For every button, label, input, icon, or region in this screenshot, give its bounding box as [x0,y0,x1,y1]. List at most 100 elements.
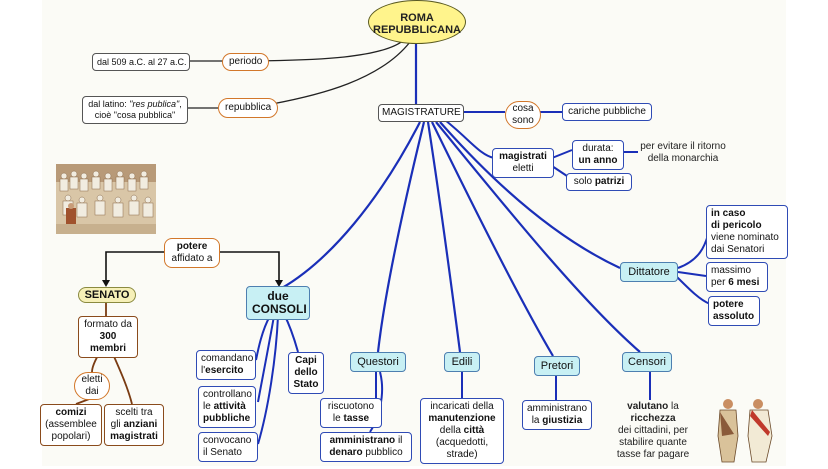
magistrati-label: magistrati [499,151,547,162]
left-margin [0,0,42,466]
latin-comma: , [179,99,182,109]
edge-magistrature-consoli [281,121,421,289]
comizi-line-3: popolari) [51,431,91,442]
periodo-value-box: dal 509 a.C. al 27 a.C. [92,53,190,71]
periodo-label: periodo [229,56,263,67]
incaricati-line-4: (acquedotti, [435,437,489,448]
periodo-value: dal 509 a.C. al 27 a.C. [97,57,187,67]
potere-line-2: affidato a [171,253,213,264]
formato-line-3: membri [89,343,127,354]
comizi-box: comizi (assemblee popolari) [40,404,102,446]
amministrano-p-3: giustizia [542,415,583,426]
valutano-line-4: stabilire quante [619,437,687,448]
amministrano-q-2: il [395,435,403,446]
scelti-box: scelti tra gli anziani magistrati [104,404,164,446]
comizi-line-1: comizi [55,407,87,418]
consoli-line-1: due [267,289,289,303]
valutano-line-1a: valutano [627,401,669,412]
incaricati-line-1: incaricati della [430,401,494,412]
riscuotono-box: riscuotono le tasse [320,398,382,428]
magistrati-box: magistrati eletti [492,148,554,178]
incaricati-line-3b: città [463,425,485,436]
edge-dittatore-massimo [677,271,707,277]
magistrati-eletti: eletti [512,163,534,174]
controllano-line-2a: le [203,401,214,412]
cosa-sono-line-1: cosa [512,103,534,114]
ritorno-line-1: per evitare il ritorno [640,141,726,152]
capi-line-2: dello [294,367,318,378]
edge-potere-consoli [219,251,280,282]
edge-formato-scelti [111,351,133,405]
valutano-line-1b: la [668,401,679,412]
convocano-line-2: il Senato [203,447,242,458]
incaricati-line-5: strade) [446,449,478,460]
massimo-line-2b: 6 mesi [728,277,760,288]
pericolo-line-3: viene nominato [711,232,779,243]
convocano-box: convocano il Senato [198,432,258,462]
senato-label: SENATO [84,289,130,301]
eletti-dai-line-2: dai [85,386,99,397]
capi-line-3: Stato [293,379,319,390]
edili-node: Edili [444,352,480,372]
ritorno-note: per evitare il ritorno della monarchia [630,141,736,165]
controllano-line-2b: attività [213,401,246,412]
comizi-line-2: (assemblee [45,419,97,430]
repubblica-label: repubblica [225,102,272,113]
durata-box: durata: un anno [572,140,624,170]
senato-node: SENATO [78,287,136,303]
scelti-line-2a: gli [110,419,124,430]
dittatore-label: Dittatore [628,266,670,278]
latin-text-2: cioè "cosa pubblica" [94,110,176,120]
cosa-sono-link: cosa sono [505,101,541,129]
censori-node: Censori [622,352,672,372]
capi-box: Capi dello Stato [288,352,324,394]
edge-magistrature-edili [426,121,462,353]
edili-label: Edili [451,356,473,368]
comandano-line-2b: esercito [205,365,244,376]
assoluto-line-2: assoluto [713,311,755,322]
edge-dittatore-assoluto [675,275,711,305]
controllano-box: controllano le attività pubbliche [198,386,256,428]
edge-consoli-controllano [257,315,275,403]
pretori-node: Pretori [534,356,580,376]
potere-affidato-link: potere affidato a [164,238,220,268]
riscuotono-line-1: riscuotono [327,401,375,412]
formato-box: formato da 300 membri [78,316,138,358]
convocano-line-1: convocano [203,435,252,446]
edge-magistrati-durata [551,149,573,159]
edge-magistrature-magistrati [444,119,495,159]
scelti-line-1: scelti tra [115,407,153,418]
magistrature-label: MAGISTRATURE [382,107,461,118]
latin-box: dal latino: "res publica", cioè "cosa pu… [82,96,188,124]
pericolo-line-4: dai Senatori [711,244,765,255]
massimo-box: massimo per 6 mesi [706,262,768,292]
riscuotono-line-2b: tasse [343,413,370,424]
controllano-line-1: controllano [203,389,252,400]
amministrano-denaro-box: amministrano il denaro pubblico [320,432,412,462]
comandano-line-1: comandano [201,353,254,364]
consoli-node: due CONSOLI [246,286,310,320]
edge-title-periodo [257,39,405,62]
assoluto-box: potere assoluto [708,296,760,326]
assoluto-line-1: potere [713,299,744,310]
eletti-dai-line-1: eletti [81,374,103,385]
massimo-line-2a: per [711,277,729,288]
scelti-line-2b: anziani [123,419,158,430]
title-line-2: REPUBBLICANA [373,24,461,36]
formato-line-2: 300 [99,331,117,342]
ritorno-line-2: della monarchia [647,153,719,164]
latin-text-1: dal latino: [88,99,130,109]
solo-patrizi-box: solo patrizi [566,173,632,191]
incaricati-line-2: manutenzione [428,413,496,424]
edge-magistrature-censori [435,121,641,353]
latin-term: "res publica" [129,99,180,109]
cariche-label: cariche pubbliche [568,106,646,117]
valutano-line-3: dei cittadini, per [617,425,689,436]
edge-potere-senato [105,251,165,282]
amministrano-q-4: pubblico [362,447,403,458]
dittatore-node: Dittatore [620,262,678,282]
massimo-line-1: massimo [711,265,752,276]
amministrano-giustizia-box: amministrano la giustizia [522,400,592,430]
